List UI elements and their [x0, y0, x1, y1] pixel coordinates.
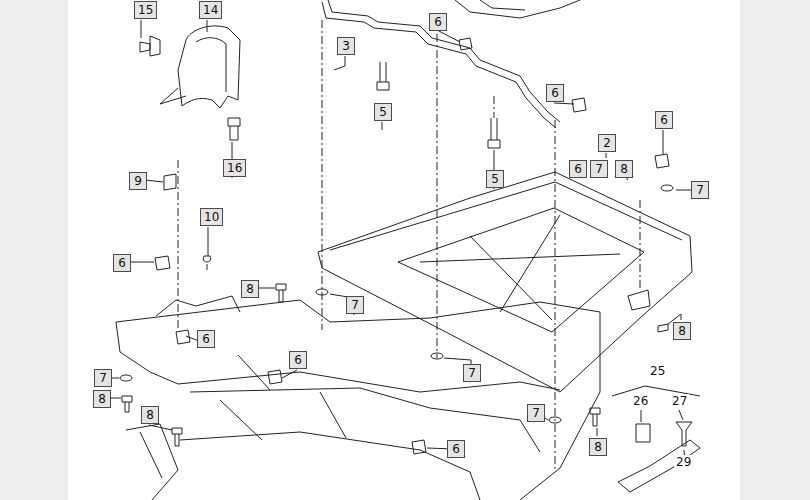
- clip: [140, 36, 160, 56]
- left-margin: [0, 0, 68, 500]
- callout-number: 8: [241, 280, 259, 298]
- callout-number: 6: [569, 160, 587, 178]
- lower-plate-rib: [220, 355, 346, 440]
- clip: [164, 174, 176, 190]
- washer: [120, 185, 673, 423]
- callout-number: 25: [648, 364, 667, 378]
- callout-number: 8: [93, 390, 111, 408]
- callout-number: 5: [374, 103, 392, 121]
- assembly-line: [555, 120, 556, 470]
- callout-number: 7: [346, 296, 364, 314]
- callout-number: 27: [670, 394, 689, 408]
- callout-number: 29: [674, 455, 693, 469]
- callout-number: 3: [337, 37, 355, 55]
- callout-number: 8: [615, 160, 633, 178]
- heat-shield-fold: [196, 38, 226, 92]
- callout-number: 6: [429, 13, 447, 31]
- bracket: [618, 440, 700, 492]
- callout-number: 6: [197, 330, 215, 348]
- bumper-edge: [126, 424, 178, 500]
- assembly-line: [437, 34, 438, 358]
- callout-number: 5: [486, 170, 504, 188]
- upper-plate-rib: [420, 215, 620, 320]
- grommet: [636, 424, 650, 442]
- assembly-line: [640, 200, 641, 290]
- callout-number: 6: [546, 84, 564, 102]
- bracket-rail: [322, 2, 556, 128]
- bolt: [122, 284, 668, 446]
- callout-number: 16: [223, 159, 246, 177]
- right-margin: [740, 0, 810, 500]
- lower-plate-rim: [116, 322, 560, 392]
- callout-number: 8: [141, 406, 159, 424]
- assembly-line: [494, 96, 495, 118]
- callout-number: 2: [598, 134, 616, 152]
- plug: [203, 256, 210, 270]
- screw: [228, 118, 240, 140]
- lower-plate-contour: [190, 388, 540, 452]
- lower-plate: [116, 300, 600, 500]
- screw: [377, 62, 389, 90]
- callout-number: 9: [129, 172, 147, 190]
- lower-plate-contour: [180, 432, 480, 500]
- upper-part-edge: [455, 0, 580, 18]
- leader-line: [109, 20, 698, 463]
- upper-plate: [318, 172, 692, 392]
- upper-plate-mount: [628, 290, 650, 310]
- assembly-line: [322, 20, 323, 330]
- lower-plate-bracket: [156, 296, 240, 316]
- clip-nut: [155, 38, 669, 454]
- callout-number: 15: [134, 1, 157, 19]
- heat-shield: [178, 26, 240, 108]
- callout-number: 8: [589, 438, 607, 456]
- callout-number: 7: [691, 181, 709, 199]
- bracket-rail: [328, 0, 560, 122]
- heat-shield-tab: [160, 88, 186, 104]
- upper-plate-rim: [330, 182, 682, 250]
- callout-number: 8: [673, 322, 691, 340]
- callout-number: 7: [590, 160, 608, 178]
- callout-number: 6: [655, 111, 673, 129]
- callout-number: 26: [631, 394, 650, 408]
- callout-number: 6: [289, 351, 307, 369]
- upper-part-edge: [480, 0, 525, 10]
- callout-number: 10: [200, 208, 223, 226]
- screw: [488, 118, 500, 148]
- callout-number: 6: [447, 440, 465, 458]
- callout-number: 7: [527, 404, 545, 422]
- clip: [676, 422, 692, 446]
- callout-number: 7: [94, 369, 112, 387]
- callout-number: 14: [199, 1, 222, 19]
- upper-plate-window: [398, 208, 644, 332]
- assembly-line: [178, 160, 179, 330]
- callout-number: 6: [113, 254, 131, 272]
- callout-number: 7: [463, 364, 481, 382]
